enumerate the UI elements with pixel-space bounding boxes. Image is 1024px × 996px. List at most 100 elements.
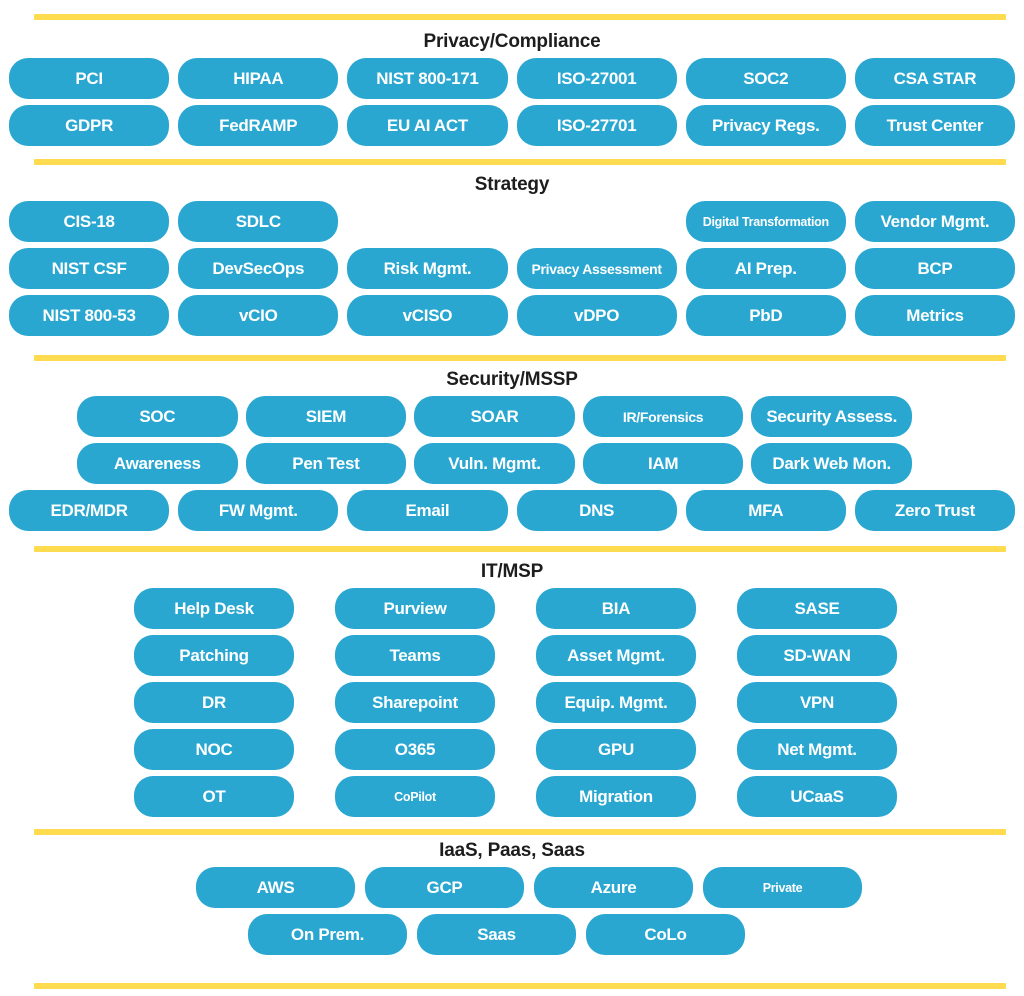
pill-eu-ai-act: EU AI ACT — [347, 105, 508, 146]
pill-dark-web-mon: Dark Web Mon. — [751, 443, 912, 484]
pill-privacy-regs: Privacy Regs. — [685, 105, 846, 146]
pill-patching: Patching — [134, 635, 294, 676]
pill-ot: OT — [134, 776, 294, 817]
pill-azure: Azure — [534, 867, 693, 908]
pill-saas: Saas — [417, 914, 576, 955]
pill-row: Patching Teams Asset Mgmt. SD-WAN — [0, 635, 1024, 676]
pill-soar: SOAR — [414, 396, 575, 437]
pill-cis-18: CIS-18 — [9, 201, 170, 242]
pill-zero-trust: Zero Trust — [854, 490, 1016, 531]
section-title-strategy: Strategy — [474, 174, 550, 195]
pill-teams: Teams — [335, 635, 495, 676]
pill-equip-mgmt: Equip. Mgmt. — [536, 682, 696, 723]
pill-vpn: VPN — [737, 682, 897, 723]
pill-privacy-assessment: Privacy Assessment — [516, 248, 677, 289]
pill-sd-wan: SD-WAN — [737, 635, 897, 676]
pill-copilot: CoPilot — [335, 776, 495, 817]
pill-risk-mgmt: Risk Mgmt. — [347, 248, 508, 289]
section-divider — [34, 355, 1006, 361]
pill-soc: SOC — [77, 396, 238, 437]
pill-fw-mgmt: FW Mgmt. — [178, 490, 339, 531]
pill-ir-forensics: IR/Forensics — [582, 396, 744, 437]
pill-on-prem: On Prem. — [248, 914, 407, 955]
section-divider — [34, 829, 1006, 835]
pill-iam: IAM — [582, 443, 744, 484]
section-title-iaas-paas-saas: IaaS, Paas, Saas — [439, 840, 585, 861]
pill-digital-transformation: Digital Transformation — [685, 201, 846, 242]
pill-pen-test: Pen Test — [245, 443, 407, 484]
pill-security-assess: Security Assess. — [751, 396, 912, 437]
pill-vciso: vCISO — [347, 295, 508, 336]
section-divider — [34, 546, 1006, 552]
pill-pci: PCI — [9, 58, 170, 99]
pill-net-mgmt: Net Mgmt. — [737, 729, 897, 770]
pill-metrics: Metrics — [854, 295, 1016, 336]
pill-row: Help Desk Purview BIA SASE — [0, 588, 1024, 629]
pill-sdlc: SDLC — [178, 201, 339, 242]
pill-dr: DR — [134, 682, 294, 723]
pill-devsecops: DevSecOps — [178, 248, 339, 289]
pill-vendor-mgmt: Vendor Mgmt. — [854, 201, 1016, 242]
pill-bcp: BCP — [854, 248, 1016, 289]
pill-trust-center: Trust Center — [854, 105, 1016, 146]
section-title-privacy-compliance: Privacy/Compliance — [423, 31, 601, 52]
pill-purview: Purview — [335, 588, 495, 629]
pill-ai-prep: AI Prep. — [685, 248, 846, 289]
pill-noc: NOC — [134, 729, 294, 770]
pill-soc2: SOC2 — [685, 58, 846, 99]
pill-pbd: PbD — [685, 295, 846, 336]
pill-siem: SIEM — [245, 396, 407, 437]
pill-colo: CoLo — [586, 914, 745, 955]
pill-awareness: Awareness — [77, 443, 238, 484]
pill-sase: SASE — [737, 588, 897, 629]
pill-private: Private — [703, 867, 862, 908]
pill-gdpr: GDPR — [9, 105, 170, 146]
pill-dns: DNS — [516, 490, 677, 531]
pill-vdpo: vDPO — [516, 295, 677, 336]
pill-asset-mgmt: Asset Mgmt. — [536, 635, 696, 676]
pill-bia: BIA — [536, 588, 696, 629]
pill-gcp: GCP — [365, 867, 524, 908]
pill-nist-800-53: NIST 800-53 — [9, 295, 170, 336]
pill-row: OT CoPilot Migration UCaaS — [0, 776, 1024, 817]
section-it-msp: IT/MSP Help Desk Purview BIA SASE Patching Tea… — [0, 562, 1024, 817]
pill-hipaa: HIPAA — [178, 58, 339, 99]
section-divider — [34, 983, 1006, 989]
pill-iso-27001: ISO-27001 — [516, 58, 677, 99]
pill-vuln-mgmt: Vuln. Mgmt. — [414, 443, 575, 484]
pill-iso-27701: ISO-27701 — [516, 105, 677, 146]
pill-csa-star: CSA STAR — [854, 58, 1016, 99]
pill-nist-800-171: NIST 800-171 — [347, 58, 508, 99]
pill-help-desk: Help Desk — [134, 588, 294, 629]
section-title-it-msp: IT/MSP — [480, 561, 544, 582]
pill-mfa: MFA — [685, 490, 846, 531]
pill-fedramp: FedRAMP — [178, 105, 339, 146]
pill-row: DR Sharepoint Equip. Mgmt. VPN — [0, 682, 1024, 723]
pill-migration: Migration — [536, 776, 696, 817]
pill-gpu: GPU — [536, 729, 696, 770]
pill-row: NOC O365 GPU Net Mgmt. — [0, 729, 1024, 770]
pill-o365: O365 — [335, 729, 495, 770]
section-divider — [34, 159, 1006, 165]
pill-edr-mdr: EDR/MDR — [9, 490, 170, 531]
section-title-security-mssp: Security/MSSP — [446, 369, 578, 390]
section-divider — [34, 14, 1006, 20]
pill-sharepoint: Sharepoint — [335, 682, 495, 723]
pill-email: Email — [347, 490, 508, 531]
pill-ucaas: UCaaS — [737, 776, 897, 817]
